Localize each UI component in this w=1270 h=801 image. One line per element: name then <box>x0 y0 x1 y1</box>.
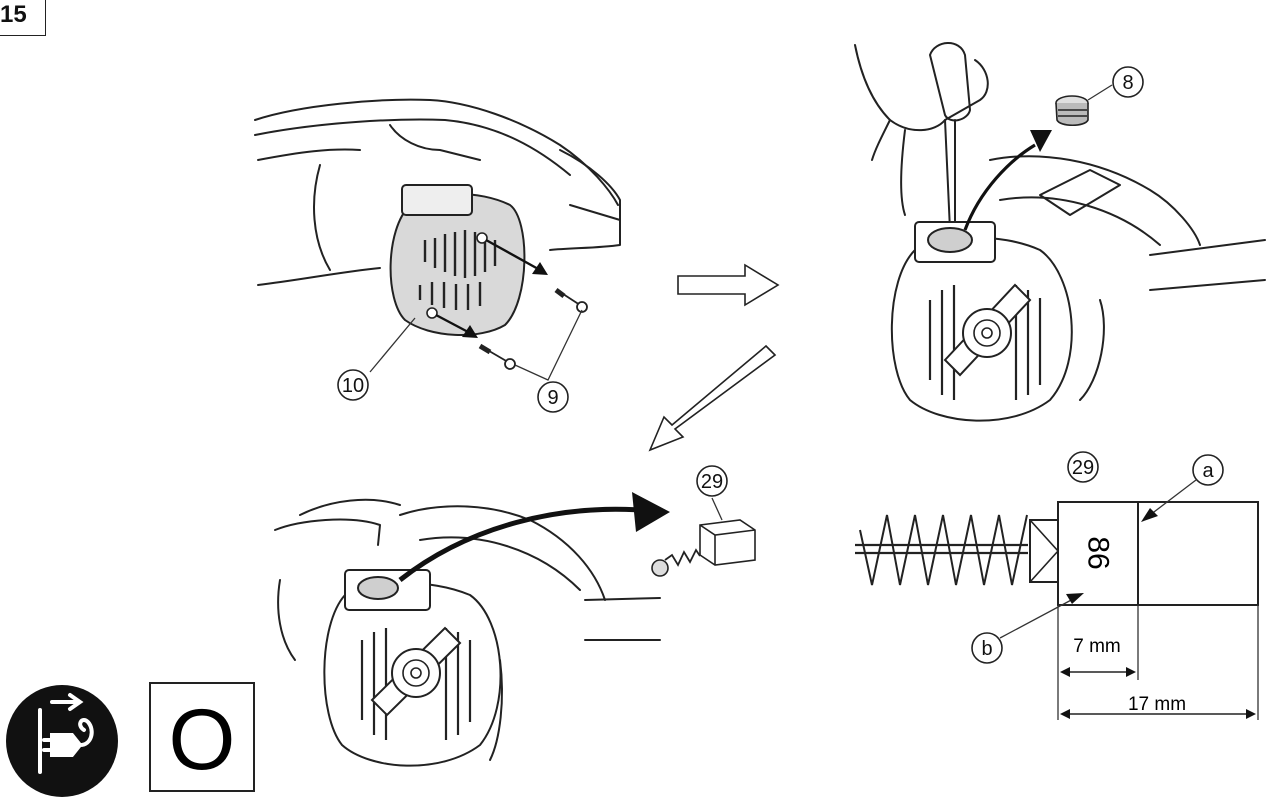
figure-number: 15 <box>0 0 46 36</box>
panel-remove-cover: 10 9 <box>254 98 621 413</box>
flow-arrow-diagonal-icon <box>648 344 777 452</box>
carbon-brush-body <box>1057 501 1139 606</box>
callout-29-detail: 29 <box>1072 457 1094 479</box>
carbon-brush-small <box>651 519 756 577</box>
carbon-brush-wear <box>1137 501 1259 606</box>
flow-arrow-icon <box>677 263 780 307</box>
callout-8: 8 <box>1122 72 1133 94</box>
screw-1 <box>554 288 588 313</box>
callout-29-top: 29 <box>701 471 723 493</box>
brush-marking: 86 <box>1082 536 1115 569</box>
switch-off-icon <box>149 682 255 792</box>
panel-remove-cap: 8 <box>854 42 1266 422</box>
callout-10: 10 <box>342 375 364 397</box>
brush-cap <box>1055 95 1089 127</box>
panel-remove-brush: 29 <box>274 465 756 767</box>
callout-b: b <box>981 638 992 660</box>
unplug-icon <box>6 685 118 797</box>
callout-9: 9 <box>547 387 558 409</box>
switch-position-label: O <box>169 692 236 788</box>
panel-brush-wear-detail: 29 86 a b <box>855 451 1259 720</box>
callout-a: a <box>1202 460 1214 482</box>
dim-7mm: 7 mm <box>1073 636 1121 657</box>
brush-cover-plate <box>389 192 526 337</box>
screw-2 <box>478 343 516 370</box>
dim-17mm: 17 mm <box>1128 694 1186 715</box>
